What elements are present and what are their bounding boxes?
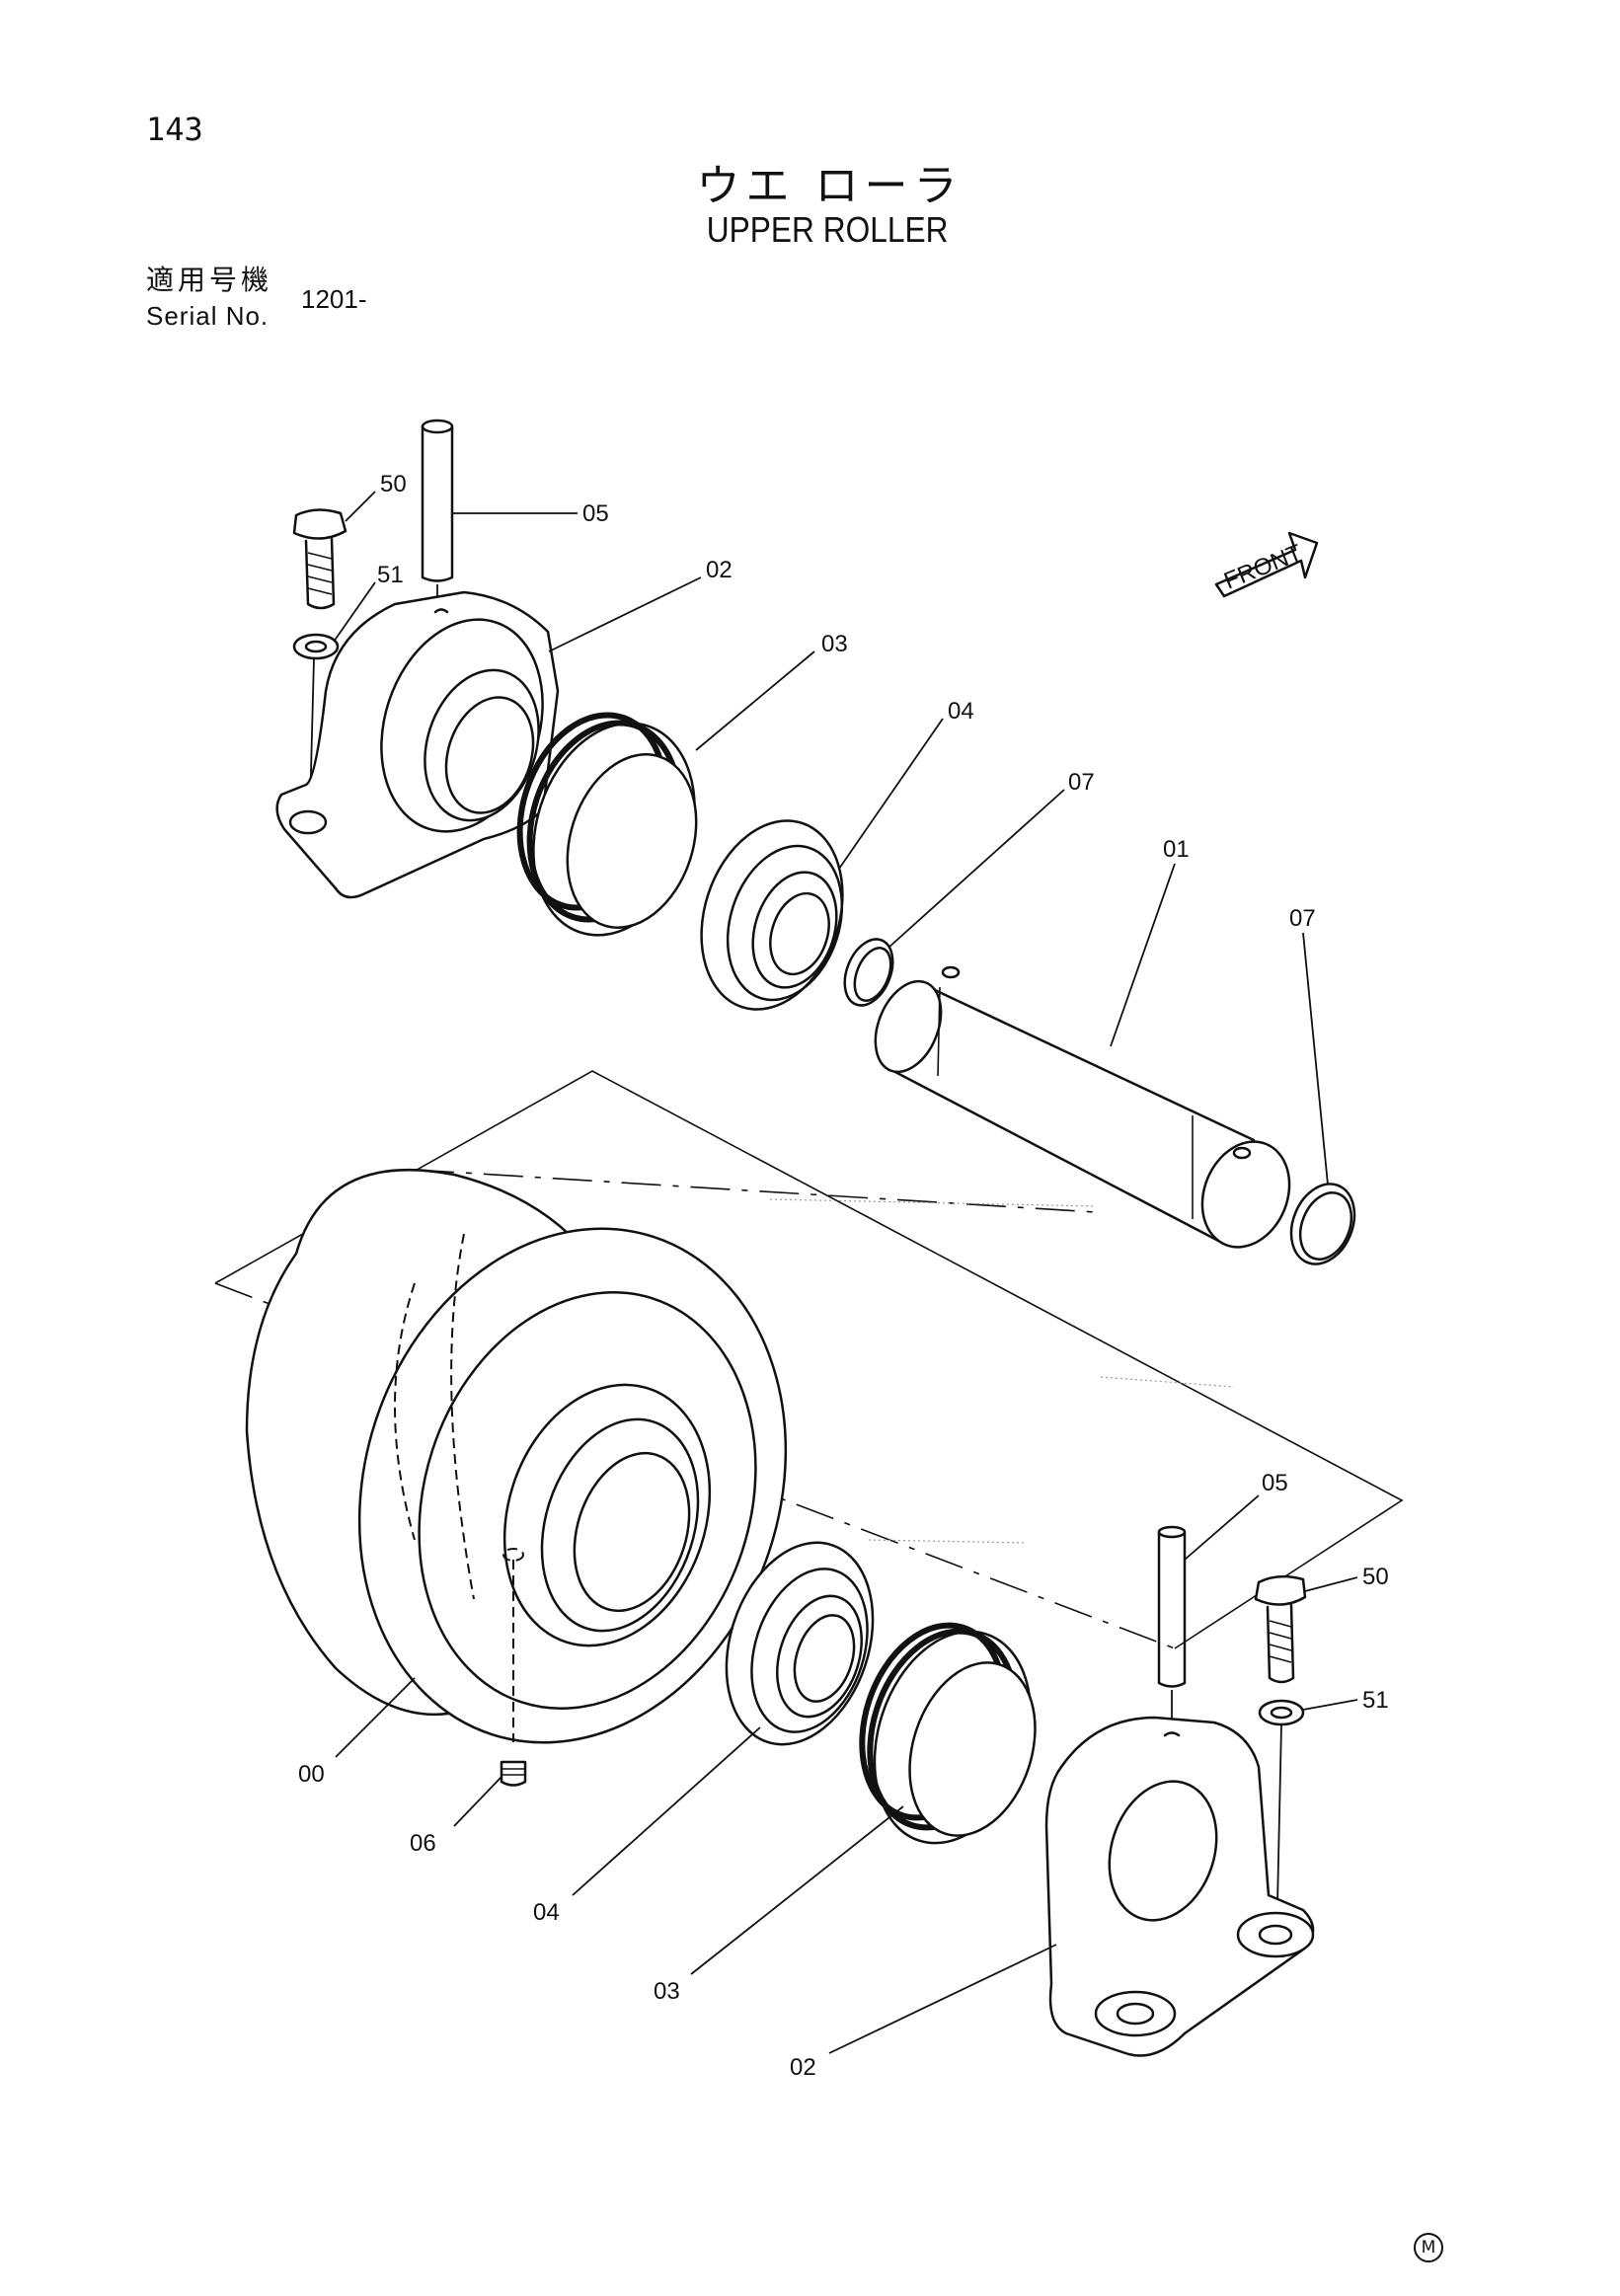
bearing-bottom bbox=[725, 1541, 875, 1746]
callout-seal-top: 03 bbox=[821, 631, 848, 657]
pin-bottom bbox=[1157, 1525, 1187, 1688]
plug bbox=[500, 1760, 527, 1787]
center-axis-upper bbox=[414, 1169, 1097, 1213]
hidden-line-3 bbox=[868, 1539, 1028, 1544]
callout-roller: 00 bbox=[298, 1761, 325, 1788]
hidden-line-2 bbox=[1100, 1376, 1235, 1388]
bearing-top bbox=[700, 819, 844, 1011]
callout-oring-left: 07 bbox=[1068, 769, 1095, 796]
page-number: 143 bbox=[146, 111, 203, 148]
callout-bracket-bottom: 02 bbox=[790, 2054, 816, 2081]
shaft bbox=[874, 965, 1291, 1249]
front-arrow-label: FRONT bbox=[1220, 539, 1306, 594]
callout-shaft: 01 bbox=[1163, 836, 1190, 863]
title-japanese: ウエ ローラ bbox=[696, 161, 964, 211]
callout-bracket-top: 02 bbox=[706, 557, 733, 583]
seal-top bbox=[516, 712, 698, 937]
bracket-top bbox=[275, 590, 560, 899]
oring-top-left bbox=[843, 938, 894, 1007]
oring-top-right bbox=[1289, 1183, 1356, 1265]
leader-lines bbox=[333, 491, 1358, 2054]
callout-pin-bottom: 05 bbox=[1262, 1470, 1288, 1496]
callout-pin-top: 05 bbox=[582, 500, 609, 527]
callout-washer-top: 51 bbox=[377, 562, 404, 588]
serial-number-value: 1201- bbox=[301, 284, 367, 314]
title-english: UPPER ROLLER bbox=[706, 209, 949, 250]
callout-bolt-top: 50 bbox=[380, 471, 407, 497]
manual-mark-icon: M bbox=[1414, 2233, 1443, 2262]
callout-seal-bottom: 03 bbox=[654, 1978, 680, 2005]
serial-label-english: Serial No. bbox=[146, 301, 270, 331]
callout-bearing-top: 04 bbox=[948, 698, 974, 725]
pin-top bbox=[421, 419, 454, 582]
bolt-axis-bottom bbox=[1276, 1723, 1282, 1906]
callout-bolt-bottom: 50 bbox=[1362, 1564, 1389, 1590]
callout-plug: 06 bbox=[410, 1830, 436, 1857]
bolt-bottom bbox=[1254, 1574, 1307, 1684]
roller bbox=[245, 1168, 788, 1744]
bolt-top bbox=[292, 508, 347, 610]
callout-washer-bottom: 51 bbox=[1362, 1687, 1389, 1714]
callout-bearing-bottom: 04 bbox=[533, 1899, 560, 1926]
front-arrow-icon: FRONT bbox=[1214, 531, 1319, 598]
washer-bottom bbox=[1258, 1699, 1305, 1726]
hidden-line-1 bbox=[769, 1198, 1097, 1207]
callout-oring-right: 07 bbox=[1289, 905, 1316, 932]
bracket-bottom bbox=[1044, 1716, 1315, 2057]
serial-label-japanese: 適用号機 bbox=[146, 264, 273, 296]
seal-bottom bbox=[859, 1622, 1037, 1845]
washer-top bbox=[292, 633, 340, 660]
